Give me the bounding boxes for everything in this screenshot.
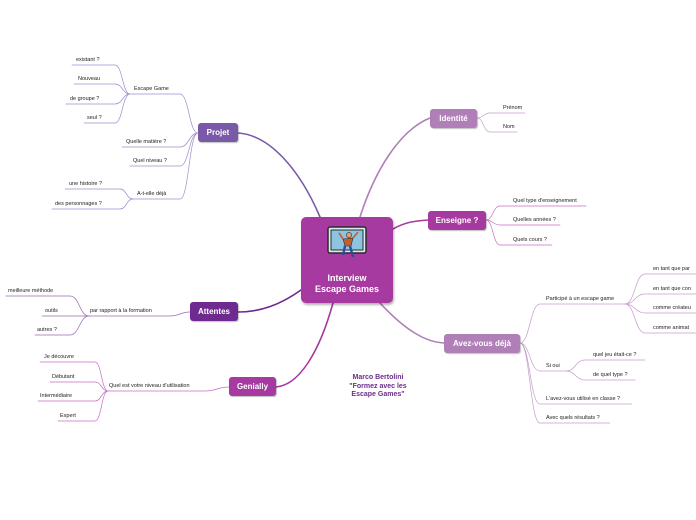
leaf-nouveau[interactable]: Nouveau [78,76,100,83]
leaf-cours[interactable]: Quels cours ? [513,237,547,244]
leaf-participe-2[interactable]: en tant que con [653,286,691,293]
line-histoire [65,189,133,199]
branch-projet[interactable]: Projet [198,123,238,142]
leaf-formation[interactable]: par rapport à la formation [90,308,152,315]
branch-identite[interactable]: Identité [430,109,477,128]
leaf-quel-type[interactable]: de quel type ? [593,372,628,379]
leaf-participe-1[interactable]: en tant que par [653,266,690,273]
central-topic[interactable]: Interview Escape Games [301,217,393,303]
connector-enseigne [393,220,428,229]
branch-genially[interactable]: Genially [229,377,276,396]
connector-attentes [238,290,301,312]
connector-projet [238,133,320,217]
credit-line1: Marco Bertolini [334,374,422,383]
leaf-utilise-classe[interactable]: L'avez-vous utilisé en classe ? [546,396,620,403]
leaf-resultats[interactable]: Avec quels résultats ? [546,415,600,422]
line-debutant [50,382,108,391]
leaf-outils[interactable]: outils [45,308,58,315]
central-title-line1: Interview [301,273,393,284]
leaf-seul[interactable]: seul ? [87,115,102,122]
leaf-type-enseignement[interactable]: Quel type d'enseignement [513,198,577,205]
branch-enseigne[interactable]: Enseigne ? [428,211,486,230]
leaf-autres[interactable]: autres ? [37,327,57,334]
leaf-debutant[interactable]: Débutant [52,374,74,381]
leaf-je-decouvre[interactable]: Je découvre [44,354,74,361]
leaf-niveau[interactable]: Quel niveau ? [133,158,167,165]
leaf-intermediaire[interactable]: Intermédiaire [40,393,72,400]
leaf-escape-game[interactable]: Escape Game [134,86,169,93]
leaf-existant[interactable]: existant ? [76,57,100,64]
line-nouveau [74,84,130,94]
branch-avez-vous-deja[interactable]: Avez-vous déjà [444,334,520,353]
leaf-matiere[interactable]: Quelle matière ? [126,139,166,146]
author-credit: Marco Bertolini "Formez avec les Escape … [334,374,422,400]
connector-genially [276,303,333,387]
credit-line3: Escape Games" [334,391,422,400]
credit-line2: "Formez avec les [334,383,422,392]
leaf-a-t-elle-deja[interactable]: A-t-elle déjà [137,191,166,198]
line-escape [130,94,198,133]
connector-avez [380,303,444,343]
line-participe-2 [625,294,696,304]
leaf-quel-jeu[interactable]: quel jeu était-ce ? [593,352,636,359]
line-quel-jeu [566,360,645,371]
leaf-des-personnages[interactable]: des personnages ? [55,201,102,208]
leaf-niveau-utilisation[interactable]: Quel est votre niveau d'utilisation [109,383,190,390]
leaf-annees[interactable]: Quelles années ? [513,217,556,224]
leaf-nom[interactable]: Nom [503,124,515,131]
escape-figure-icon [327,226,367,259]
line-prenom [477,113,525,118]
line-participe [520,304,625,343]
central-title-line2: Escape Games [301,284,393,295]
leaf-expert[interactable]: Expert [60,413,76,420]
leaf-meilleure-methode[interactable]: meilleure méthode [8,288,53,295]
leaf-participe[interactable]: Participé à un escape game [546,296,614,303]
leaf-participe-4[interactable]: comme animat [653,325,689,332]
leaf-prenom[interactable]: Prénom [503,105,522,112]
branch-attentes[interactable]: Attentes [190,302,238,321]
leaf-une-histoire[interactable]: une histoire ? [69,181,102,188]
connector-identite [360,118,430,217]
leaf-si-oui[interactable]: Si oui [546,363,560,370]
leaf-participe-3[interactable]: comme créateu [653,305,691,312]
leaf-de-groupe[interactable]: de groupe ? [70,96,99,103]
